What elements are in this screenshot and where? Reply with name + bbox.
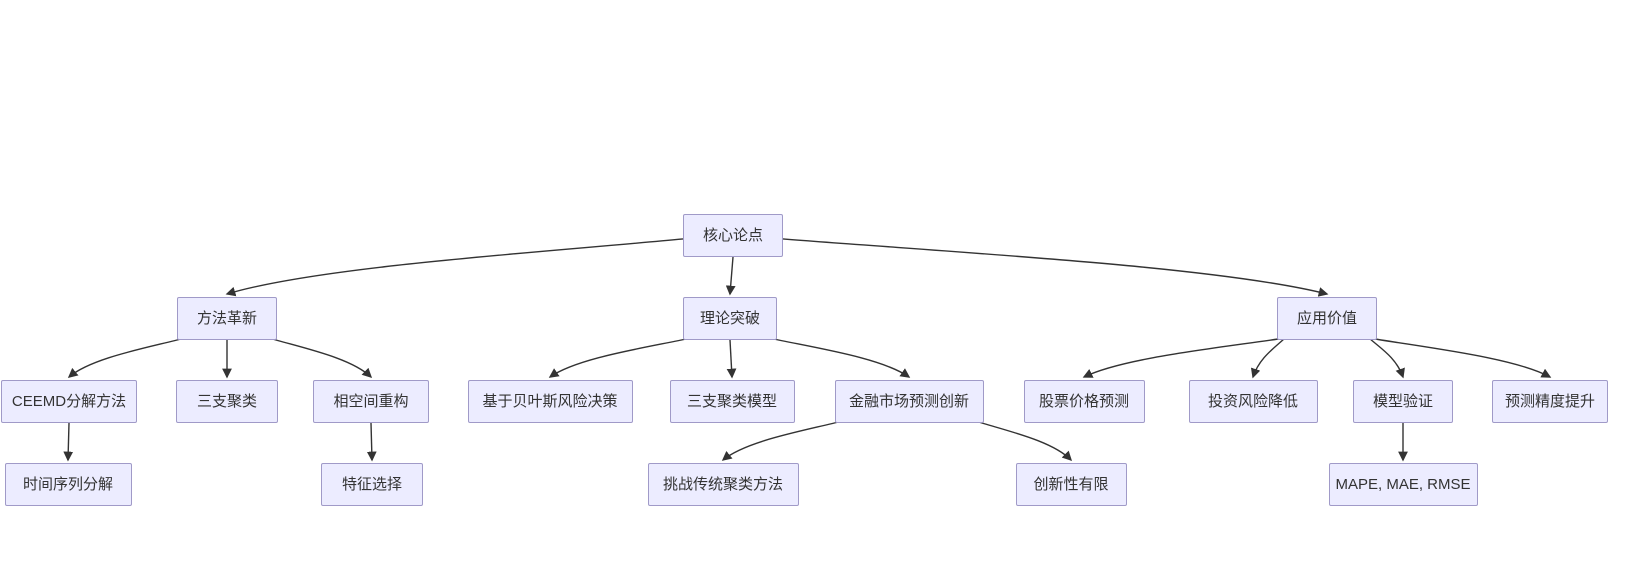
flowchart-node-challenge: 挑战传统聚类方法 [647,463,799,506]
flowchart-node-three-way-model: 三支聚类模型 [669,380,795,423]
flowchart-node-label: 时间序列分解 [22,476,113,493]
flowchart-node-label: 股票价格预测 [1038,393,1129,410]
flowchart-node-label: 应用价值 [1296,310,1357,327]
flowchart-node-label: 相空间重构 [333,393,409,410]
flowchart-node-root: 核心论点 [683,214,783,257]
flowchart-node-label: 挑战传统聚类方法 [662,476,783,493]
edge-application-to-stock-prediction [1082,337,1286,378]
flowchart-node-label: CEEMD分解方法 [11,393,127,410]
flowchart-node-model-validation: 模型验证 [1353,380,1453,423]
edge-application-to-accuracy [1368,337,1552,378]
flowchart-node-label: 基于贝叶斯风险决策 [482,393,618,410]
edge-finance-innovation-to-challenge [721,420,843,461]
flowchart-node-accuracy: 预测精度提升 [1492,380,1608,423]
edge-method-to-ceemd [67,337,186,378]
edge-root-to-application [782,238,1329,297]
flowchart-node-ts-decomposition: 时间序列分解 [4,463,132,506]
flowchart-node-label: MAPE, MAE, RMSE [1335,476,1471,493]
flowchart-node-label: 金融市场预测创新 [848,393,969,410]
flowchart-node-label: 创新性有限 [1033,476,1109,493]
flowchart-node-bayes: 基于贝叶斯风险决策 [467,380,633,423]
flowchart-node-label: 预测精度提升 [1504,393,1595,410]
flowchart-node-label: 核心论点 [702,227,763,244]
flowchart-node-application: 应用价值 [1277,297,1377,340]
flowchart-node-label: 方法革新 [196,310,257,327]
edge-method-to-phase-space [268,337,373,379]
flowchart-node-finance-innovation: 金融市场预测创新 [834,380,984,423]
flowchart-node-label: 理论突破 [699,310,760,327]
flowchart-node-theory: 理论突破 [683,297,777,340]
flowchart-node-phase-space: 相空间重构 [313,380,429,423]
edge-phase-space-to-feature-selection [366,422,377,462]
flowchart-node-limited-innovation: 创新性有限 [1015,463,1127,506]
edge-theory-to-three-way-model [726,339,737,379]
flowchart-node-feature-selection: 特征选择 [321,463,423,506]
edge-root-to-method [225,238,684,297]
flowchart-node-label: 三支聚类 [196,393,257,410]
flowchart-node-label: 投资风险降低 [1207,393,1298,410]
flowchart-node-ceemd: CEEMD分解方法 [1,380,137,423]
flowchart-node-label: 特征选择 [341,476,402,493]
edge-root-to-theory [725,256,736,296]
edge-application-to-risk-reduction [1250,337,1286,379]
edge-finance-innovation-to-limited-innovation [975,420,1073,462]
edge-ceemd-to-ts-decomposition [63,422,74,462]
flowchart-node-three-way: 三支聚类 [176,380,278,423]
flowchart-node-label: 模型验证 [1372,393,1433,410]
flowchart-node-label: 三支聚类模型 [686,393,777,410]
edge-theory-to-finance-innovation [768,337,911,378]
edge-application-to-model-validation [1368,337,1405,379]
flowchart-node-metrics: MAPE, MAE, RMSE [1328,463,1478,506]
edge-theory-to-bayes [548,337,692,378]
flowchart-node-method: 方法革新 [177,297,277,340]
flowchart-node-stock-prediction: 股票价格预测 [1023,380,1145,423]
flowchart-node-risk-reduction: 投资风险降低 [1188,380,1318,423]
edge-group [63,238,1552,462]
